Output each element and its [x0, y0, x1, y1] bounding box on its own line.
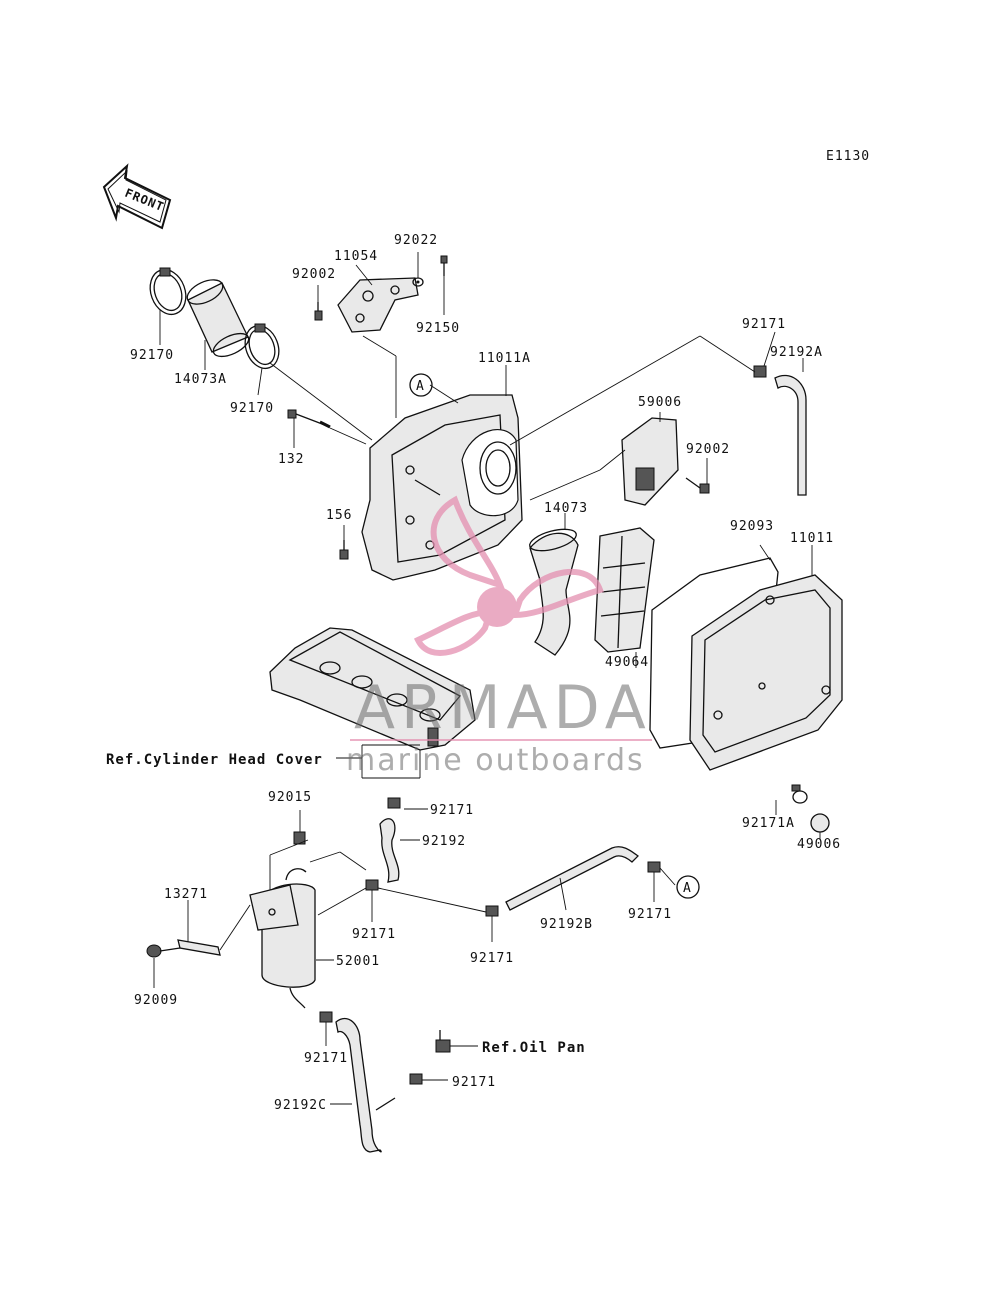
label-92150: 92150	[416, 321, 460, 336]
label-92171-b: 92171	[352, 927, 396, 942]
label-59006: 59006	[638, 395, 682, 410]
cover-11011	[689, 574, 843, 771]
label-92002-right: 92002	[686, 442, 730, 457]
clip-92171-b	[365, 879, 379, 891]
clip-92171-a	[387, 797, 401, 809]
label-132: 132	[278, 452, 304, 467]
clip-92171-c	[485, 905, 499, 917]
screw-92009	[146, 944, 181, 958]
bolt-92002-right	[685, 477, 710, 494]
front-arrow-icon: FRONT	[102, 163, 172, 230]
label-92171-a: 92171	[430, 803, 474, 818]
hose-92192B	[505, 846, 639, 911]
label-92192A: 92192A	[770, 345, 823, 360]
label-92171-c: 92171	[470, 951, 514, 966]
oil-pan-fitting	[435, 1030, 451, 1053]
callout-a-top: A	[409, 373, 433, 397]
hose-92192C	[335, 1017, 396, 1153]
ref-cylinder-head-cover: Ref.Cylinder Head Cover	[106, 752, 323, 768]
case-11011A	[361, 394, 523, 581]
watermark-tagline: marine outboards	[346, 743, 645, 778]
separator-52001	[249, 868, 316, 1009]
label-92015: 92015	[268, 790, 312, 805]
label-92171-e: 92171	[304, 1051, 348, 1066]
bolt-92150	[440, 255, 448, 276]
plate-59006	[621, 417, 679, 506]
bolt-132	[287, 409, 331, 429]
label-49064: 49064	[605, 655, 649, 670]
duct-14073A	[186, 279, 250, 358]
label-92192C: 92192C	[274, 1098, 327, 1113]
label-92022: 92022	[394, 233, 438, 248]
label-156: 156	[326, 508, 352, 523]
diagram-code: E1130	[826, 149, 870, 164]
callout-a-bottom: A	[676, 875, 700, 899]
label-11011: 11011	[790, 531, 834, 546]
clip-92171-f	[409, 1073, 423, 1085]
label-14073: 14073	[544, 501, 588, 516]
hose-92192A	[774, 374, 807, 496]
label-92171-f: 92171	[452, 1075, 496, 1090]
clip-92171-d	[647, 861, 661, 873]
nut-92015	[293, 831, 306, 845]
label-92171-d: 92171	[628, 907, 672, 922]
hose-92192	[379, 818, 400, 883]
bracket-13271	[177, 939, 221, 956]
label-92170-top: 92170	[130, 348, 174, 363]
label-13271: 13271	[164, 887, 208, 902]
bracket-11054	[337, 277, 419, 333]
clip-92171-tr	[753, 365, 767, 378]
clamp-92171A	[791, 784, 808, 804]
label-52001: 52001	[336, 954, 380, 969]
ref-oil-pan: Ref.Oil Pan	[482, 1040, 586, 1056]
armada-logo	[413, 495, 604, 656]
label-92192B: 92192B	[540, 917, 593, 932]
watermark-brand: ARMADA	[354, 673, 652, 743]
label-92170-mid: 92170	[230, 401, 274, 416]
leader-lines	[153, 252, 821, 1105]
label-11011A: 11011A	[478, 351, 531, 366]
label-92093: 92093	[730, 519, 774, 534]
clip-92171-e	[319, 1011, 333, 1023]
label-92002-top: 92002	[292, 267, 336, 282]
duct-14073	[529, 528, 579, 656]
label-11054: 11054	[334, 249, 378, 264]
label-14073A: 14073A	[174, 372, 227, 387]
bolt-156	[339, 540, 349, 560]
clamp-92170-top	[149, 267, 187, 316]
cylinder-head-cover	[269, 627, 476, 751]
label-92192: 92192	[422, 834, 466, 849]
label-49006: 49006	[797, 837, 841, 852]
filter-49064	[594, 527, 655, 653]
label-92009: 92009	[134, 993, 178, 1008]
svg-text:A: A	[683, 881, 692, 896]
svg-text:A: A	[416, 379, 425, 394]
clamp-92170-mid	[244, 323, 280, 370]
label-92171-tr: 92171	[742, 317, 786, 332]
bolt-92002-top	[314, 302, 323, 321]
cap-49006	[810, 813, 830, 833]
label-92171A: 92171A	[742, 816, 795, 831]
